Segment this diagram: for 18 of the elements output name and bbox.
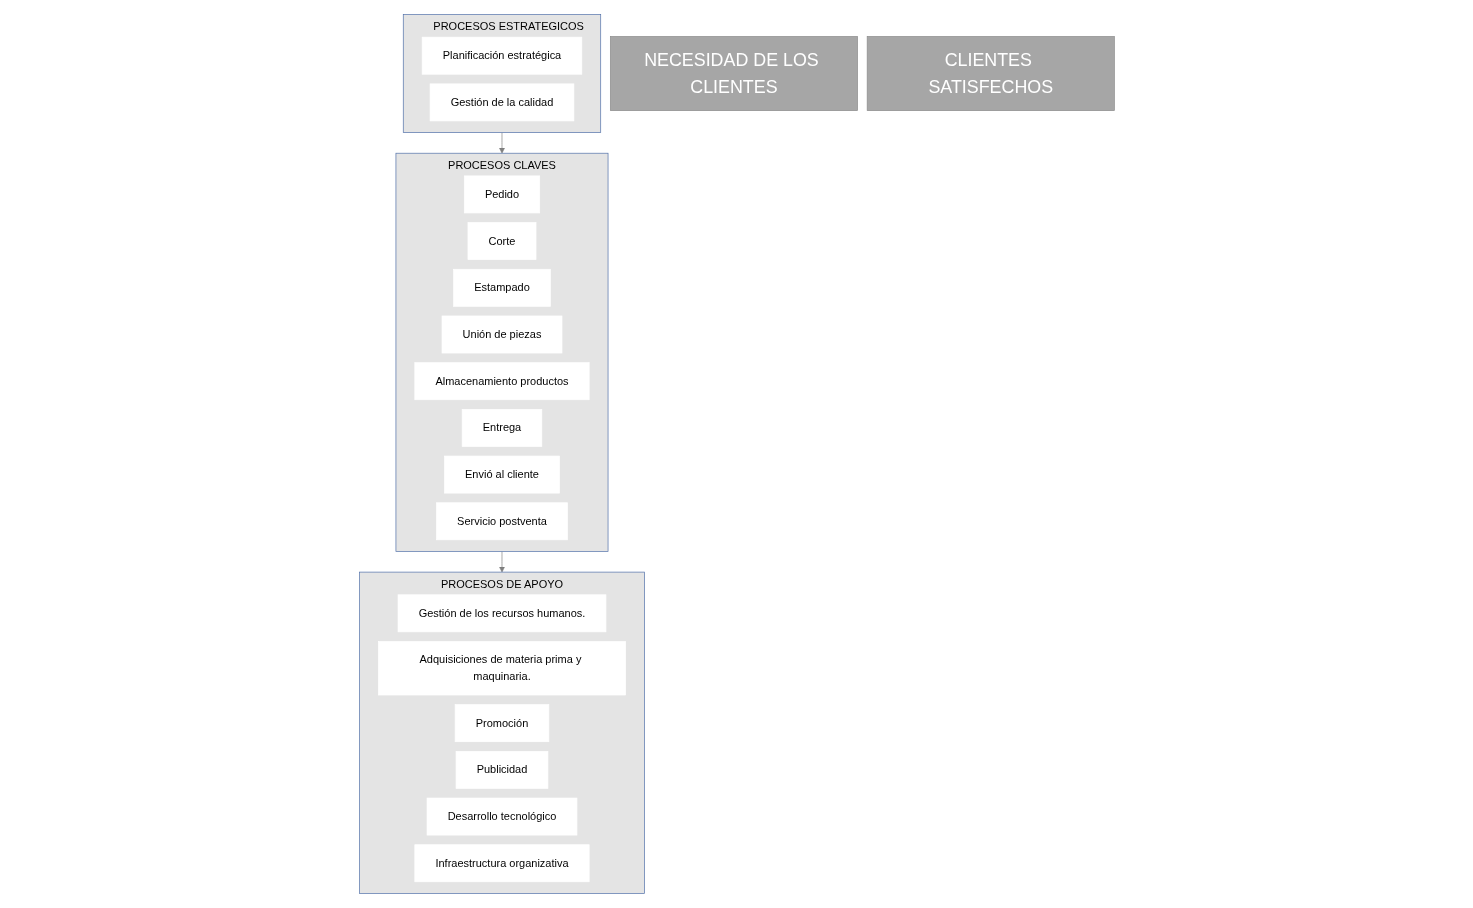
node-box: CLIENTES SATISFECHOS — [866, 36, 1115, 111]
node-box: Unión de piezas — [441, 315, 562, 354]
node-box: Estampado — [452, 268, 551, 307]
node-box: Gestión de la calidad — [429, 83, 574, 122]
node-box: Servicio postventa — [435, 502, 568, 541]
node-box: Pedido — [463, 175, 540, 214]
node-box: Planificación estratégica — [421, 36, 582, 75]
node-box: Adquisiciones de materia prima y maquinaria. — [377, 641, 626, 696]
node-box: Publicidad — [455, 751, 548, 789]
node-box: Desarrollo tecnológico — [426, 797, 577, 836]
node-box: Almacenamiento productos — [414, 362, 590, 401]
node-box: Promoción — [454, 704, 549, 743]
node-box: Envió al cliente — [443, 455, 560, 494]
node-box: Gestión de los recursos humanos. — [397, 594, 606, 633]
node-box: Corte — [467, 222, 536, 260]
node-box: Entrega — [461, 409, 542, 447]
node-box: NECESIDAD DE LOS CLIENTES — [609, 36, 858, 111]
node-box: Infraestructura organizativa — [414, 844, 590, 883]
